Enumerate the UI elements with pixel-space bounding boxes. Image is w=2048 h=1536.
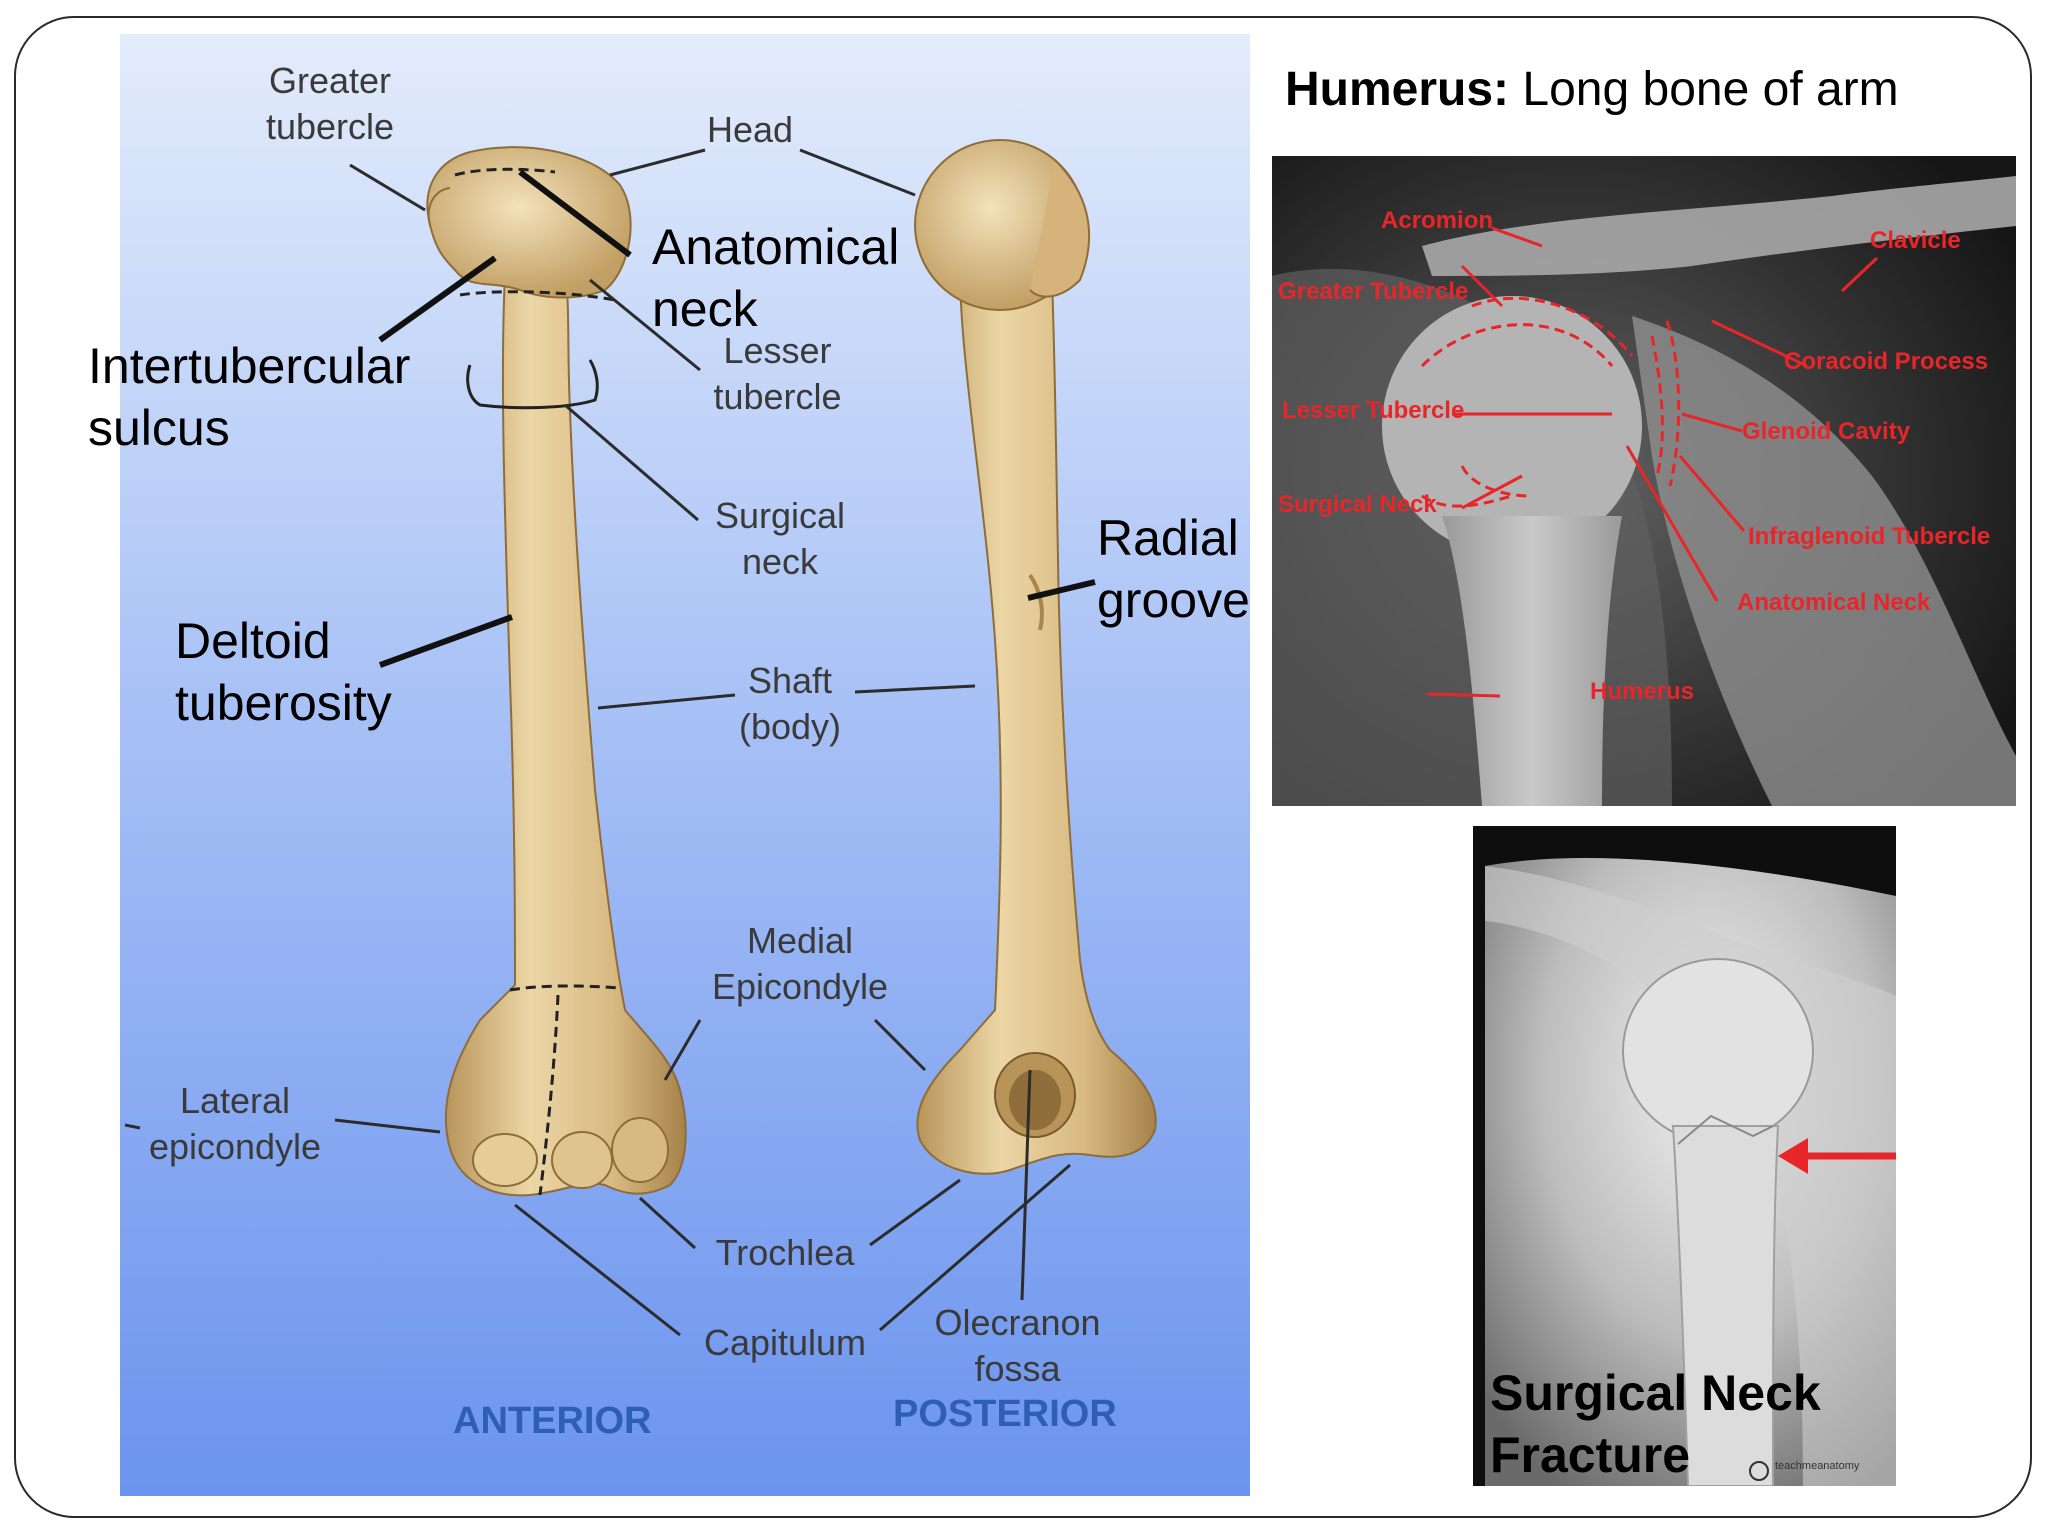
label-greater-tubercle: Greater tubercle bbox=[265, 60, 395, 147]
black-leader-lines bbox=[378, 169, 1096, 668]
view-label-posterior: POSTERIOR bbox=[893, 1393, 1117, 1435]
label-capitulum: Capitulum bbox=[703, 1322, 867, 1363]
label-surgical-neck: Surgical neck bbox=[714, 495, 846, 582]
label-deltoid-tuberosity: Deltoid tuberosity bbox=[175, 613, 392, 731]
xray-label-greater-tubercle: Greater Tubercle bbox=[1278, 278, 1469, 305]
surgical-neck-fracture-xray bbox=[1473, 826, 1896, 1486]
label-medial-epicondyle: Medial Epicondyle bbox=[711, 920, 889, 1007]
shoulder-xray-labeled bbox=[1272, 156, 2016, 806]
gray-leader-lines bbox=[124, 148, 1071, 1337]
label-trochlea: Trochlea bbox=[715, 1232, 855, 1273]
anterior-humerus bbox=[426, 146, 687, 1197]
label-anatomical-neck: Anatomical neck bbox=[652, 219, 900, 337]
label-lateral-epicondyle: Lateral epicondyle bbox=[148, 1080, 322, 1167]
label-head: Head bbox=[706, 109, 794, 150]
xray-label-glenoid-cavity: Glenoid Cavity bbox=[1742, 418, 1911, 445]
xray-label-humerus: Humerus bbox=[1590, 678, 1695, 705]
slide-title-rest: Long bone of arm bbox=[1509, 63, 1899, 116]
xray-label-lesser-tubercle: Lesser Tubercle bbox=[1282, 397, 1465, 424]
label-radial-groove: Radial groove bbox=[1097, 510, 1250, 628]
xray-label-coracoid-process: Coracoid Process bbox=[1784, 348, 1989, 375]
xray-label-surgical-neck: Surgical Neck bbox=[1278, 491, 1437, 518]
view-label-anterior: ANTERIOR bbox=[453, 1400, 652, 1442]
label-olecranon-fossa: Olecranon fossa bbox=[934, 1302, 1101, 1389]
xray-label-anatomical-neck: Anatomical Neck bbox=[1737, 589, 1931, 616]
slide-title-bold: Humerus: bbox=[1285, 63, 1510, 116]
xray-label-acromion: Acromion bbox=[1381, 207, 1494, 234]
label-lesser-tubercle: Lesser tubercle bbox=[713, 330, 842, 417]
xray-label-infraglenoid-tubercle: Infraglenoid Tubercle bbox=[1748, 523, 1991, 550]
credit-teachmeanatomy: teachmeanatomy bbox=[1775, 1460, 1860, 1472]
xray-label-clavicle: Clavicle bbox=[1870, 227, 1961, 254]
fracture-caption: Surgical Neck Fracture bbox=[1490, 1365, 1821, 1483]
label-intertubercular-sulcus: Intertubercular sulcus bbox=[88, 338, 411, 456]
posterior-humerus bbox=[914, 139, 1157, 1175]
label-shaft: Shaft (body) bbox=[738, 660, 842, 747]
slide-title: Humerus: Long bone of arm bbox=[1285, 62, 1899, 117]
